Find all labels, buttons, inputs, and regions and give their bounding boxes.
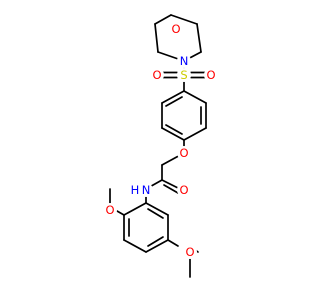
atom-sulfonyl-o-right: O [204, 68, 218, 82]
bond-layer [109, 14, 209, 278]
molecule-diagram: O N S O O O O N [103, 14, 218, 278]
bond [165, 124, 183, 135]
bond [161, 179, 181, 190]
bond [163, 184, 179, 194]
atom-label-o: O [185, 245, 194, 259]
atom-label-o: O [179, 183, 188, 197]
bond [161, 127, 185, 141]
atom-label-o: O [152, 68, 161, 82]
atom-label-s: S [180, 68, 187, 82]
atom-label-o: O [105, 203, 114, 217]
atom-layer: O N S O O O O N [103, 22, 218, 259]
atom-sulfonyl-o-left: O [150, 68, 164, 82]
atom-morpholine-o: O [169, 22, 183, 36]
atom-amide-h: H [129, 183, 141, 197]
atom-ether-o: O [177, 146, 191, 160]
atom-carbonyl-o: O [177, 183, 191, 197]
atom-label-n: N [180, 54, 189, 68]
bond [170, 14, 198, 25]
atom-label-o: O [171, 22, 180, 36]
bond [147, 236, 164, 247]
bond [167, 239, 179, 247]
bond [154, 14, 172, 25]
atom-label-h: H [131, 183, 140, 197]
atom-sulfonyl-s: S [177, 68, 191, 82]
bond [196, 23, 202, 53]
bond [145, 239, 169, 253]
atom-morpholine-n: N [177, 54, 191, 68]
bond [116, 210, 125, 216]
atom-methoxy-o-lower: O [183, 245, 197, 259]
bond [165, 96, 183, 107]
atom-amide-n: N [139, 183, 153, 197]
bond [123, 202, 147, 216]
bond [183, 127, 207, 141]
bond [183, 90, 207, 104]
bond [123, 239, 147, 253]
bond [145, 202, 169, 216]
atom-methoxy-o-upper: O [103, 203, 117, 217]
atom-label-o: O [179, 146, 188, 160]
bond [154, 23, 159, 53]
bond [161, 90, 185, 104]
bond [147, 208, 164, 219]
atom-label-o: O [206, 68, 215, 82]
atom-label-n: N [142, 183, 151, 197]
